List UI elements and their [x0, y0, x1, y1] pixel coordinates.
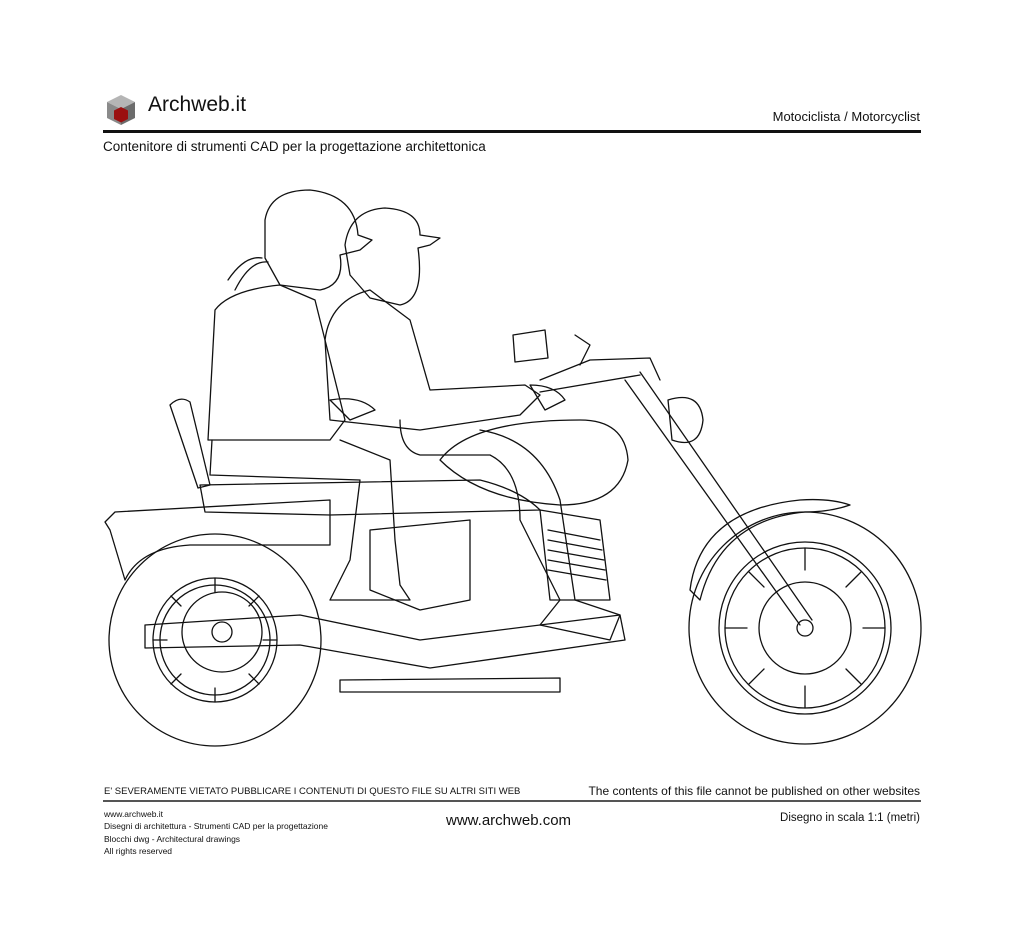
- footer-credits: www.archweb.it Disegni di architettura -…: [104, 808, 328, 857]
- seat: [199, 479, 541, 516]
- footer-line: Blocchi dwg - Architectural drawings: [104, 833, 241, 844]
- logo-icon: [107, 95, 135, 125]
- footer-url: www.archweb.com: [446, 812, 572, 829]
- scale-note: Disegno in scala 1:1 (metri): [780, 812, 920, 824]
- mirror: [512, 329, 591, 366]
- headlight: [667, 396, 704, 444]
- front-fender: [689, 498, 851, 601]
- rear-wheel: [108, 533, 322, 747]
- footer-line: All rights reserved: [104, 845, 173, 856]
- header-divider: [103, 130, 921, 133]
- handlebar: [539, 357, 661, 393]
- notice-english: The contents of this file cannot be publ…: [588, 784, 920, 798]
- footer-line: Disegni di architettura - Strumenti CAD …: [104, 821, 328, 832]
- subtitle: Contenitore di strumenti CAD per la prog…: [103, 139, 486, 154]
- rear-fender: [104, 499, 331, 581]
- sheet-title: Motociclista / Motorcyclist: [772, 109, 920, 124]
- engine: [369, 509, 611, 611]
- passenger: [207, 189, 411, 601]
- front-wheel: [688, 511, 922, 745]
- fuel-tank: [439, 419, 629, 506]
- backrest: [169, 398, 211, 489]
- rider: [324, 207, 621, 641]
- footer-line: www.archweb.it: [104, 809, 164, 819]
- footer-divider: [103, 800, 921, 802]
- exhaust: [144, 614, 626, 669]
- notice-italian: E' SEVERAMENTE VIETATO PUBBLICARE I CONT…: [104, 786, 521, 797]
- spokes: [152, 547, 886, 709]
- logo-text: Archweb.it: [148, 93, 247, 116]
- front-fork: [624, 371, 813, 626]
